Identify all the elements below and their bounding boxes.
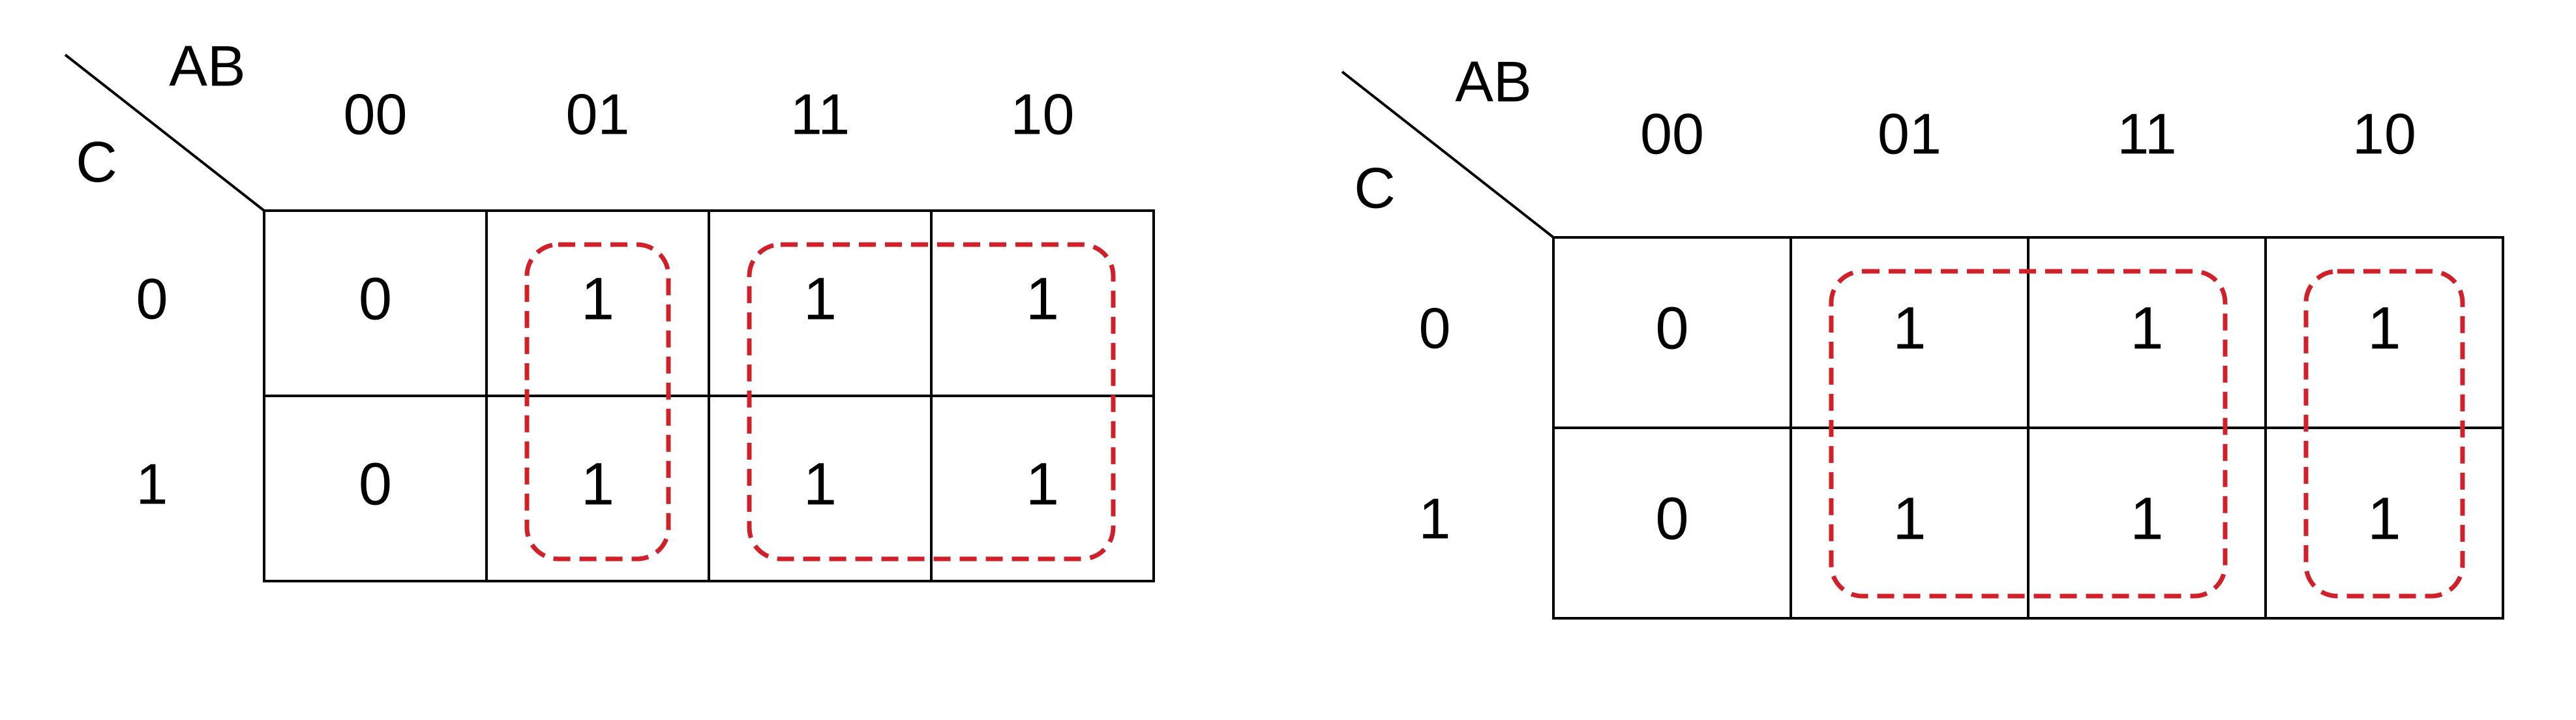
kmap-2-cell-value: 1 (2367, 485, 2401, 552)
kmap-2-cell-value: 1 (2130, 485, 2163, 552)
kmap-1-row-header: 1 (136, 451, 168, 516)
kmap-1-corner-left-label: C (76, 129, 117, 194)
kmap-2-cell-value: 1 (1893, 485, 1926, 552)
kmap-1-cell-value: 1 (1026, 451, 1059, 517)
kmap-2-column-header: 10 (2352, 101, 2416, 166)
kmap-2-column-header: 00 (1640, 101, 1704, 166)
kmap-2-column-header: 11 (2117, 101, 2176, 166)
kmap-1-cell-value: 1 (581, 451, 614, 517)
kmap-2-cell-value: 1 (1893, 295, 1926, 361)
kmap-2-cell-value: 1 (2130, 295, 2163, 361)
kmap-1-cell-value: 1 (803, 451, 837, 517)
kmap-2-cell-value: 0 (1655, 295, 1688, 361)
kmap-1-corner-diagonal (64, 53, 265, 212)
kmap-2-corner-left-label: C (1354, 155, 1396, 220)
kmap-2-column-header: 01 (1878, 101, 1941, 166)
kmap-2-cell-value: 1 (2367, 295, 2401, 361)
kmap-2-group-1 (1829, 269, 2228, 599)
kmap-1-corner-top-label: AB (169, 33, 245, 98)
kmap-1-row-header: 0 (136, 266, 168, 331)
kmap-1-cell-value: 1 (581, 265, 614, 332)
kmap-1-column-header: 11 (790, 82, 850, 146)
kmap-2-corner-top-label: AB (1455, 49, 1531, 113)
kmap-1-column-header: 10 (1011, 82, 1075, 146)
kmap-1-cell-value: 0 (359, 265, 392, 332)
kmap-1-group-2 (747, 242, 1116, 562)
kmap-1-group-1 (524, 242, 671, 562)
kmap-2-row-header: 1 (1419, 486, 1451, 550)
kmap-1-cell-value: 1 (803, 265, 837, 332)
kmap-1-cell-value: 0 (359, 451, 392, 517)
kmap-2-row-header: 0 (1419, 295, 1451, 360)
kmap-1-column-header: 00 (344, 82, 408, 146)
kmap-1-cell-value: 1 (1026, 265, 1059, 332)
kmap-2-corner-diagonal (1341, 70, 1555, 239)
kmap-1-column-header: 01 (566, 82, 630, 146)
kmap-2-group-2 (2303, 269, 2465, 599)
kmap-2-cell-value: 0 (1655, 485, 1688, 552)
